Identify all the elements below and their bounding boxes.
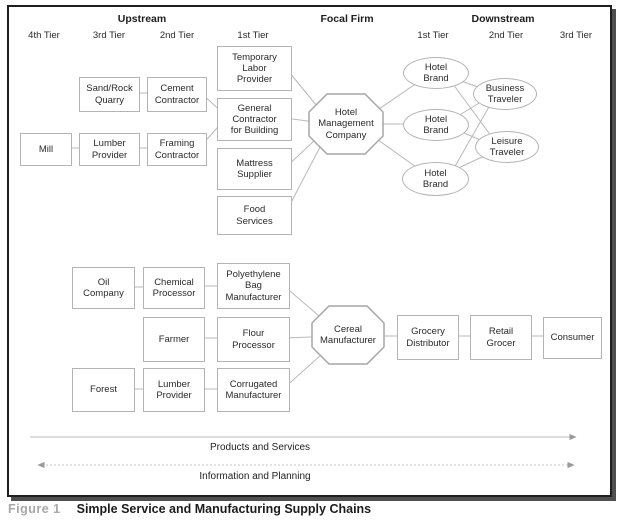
node-business-traveler: Business Traveler	[473, 78, 537, 110]
tier-label-upstream-3rd: 3rd Tier	[92, 30, 126, 41]
node-lumber-provider: Lumber Provider	[79, 133, 140, 166]
node-grocery-distributor: Grocery Distributor	[397, 315, 459, 360]
node-forest: Forest	[72, 368, 135, 412]
node-mill: Mill	[20, 133, 72, 166]
node-corrugated-manufacturer: Corrugated Manufacturer	[217, 368, 290, 412]
node-hotel-brand-3: Hotel Brand	[402, 162, 469, 196]
products-flow-label: Products and Services	[209, 442, 311, 453]
tier-label-downstream-3rd: 3rd Tier	[559, 30, 593, 41]
node-retail-grocer: Retail Grocer	[470, 315, 532, 360]
information-flow-label: Information and Planning	[199, 471, 311, 482]
node-framing-contractor: Framing Contractor	[147, 133, 207, 166]
focal-node-hotel-management-company: Hotel Management Company	[308, 93, 384, 155]
header-focal-firm: Focal Firm	[320, 13, 374, 25]
node-hotel-brand-1: Hotel Brand	[403, 57, 469, 89]
node-hotel-brand-2: Hotel Brand	[403, 109, 469, 141]
figure-number: Figure 1	[8, 502, 61, 516]
node-flour-processor: Flour Processor	[217, 317, 290, 362]
node-lumber-provider-2: Lumber Provider	[143, 368, 205, 412]
tier-label-downstream-1st: 1st Tier	[417, 30, 449, 41]
node-mattress-supplier: Mattress Supplier	[217, 148, 292, 190]
focal-node-cereal-manufacturer: Cereal Manufacturer	[311, 305, 385, 365]
node-chemical-processor: Chemical Processor	[143, 267, 205, 309]
header-downstream: Downstream	[471, 13, 535, 25]
node-general-contractor: General Contractor for Building	[217, 98, 292, 141]
node-food-services: Food Services	[217, 196, 292, 235]
figure-caption: Figure 1 Simple Service and Manufacturin…	[8, 502, 371, 516]
tier-label-upstream-2nd: 2nd Tier	[159, 30, 195, 41]
node-cement-contractor: Cement Contractor	[147, 77, 207, 112]
node-polyethylene-bag-manufacturer: Polyethylene Bag Manufacturer	[217, 263, 290, 309]
node-leisure-traveler: Leisure Traveler	[475, 131, 539, 163]
header-upstream: Upstream	[117, 13, 167, 25]
tier-label-downstream-2nd: 2nd Tier	[488, 30, 524, 41]
figure-title: Simple Service and Manufacturing Supply …	[76, 502, 372, 516]
node-farmer: Farmer	[143, 317, 205, 362]
tier-label-upstream-4th: 4th Tier	[28, 30, 60, 41]
node-oil-company: Oil Company	[72, 267, 135, 309]
node-consumer: Consumer	[543, 317, 602, 359]
tier-label-upstream-1st: 1st Tier	[237, 30, 269, 41]
node-sand-rock-quarry: Sand/Rock Quarry	[79, 77, 140, 112]
node-temporary-labor-provider: Temporary Labor Provider	[217, 46, 292, 91]
